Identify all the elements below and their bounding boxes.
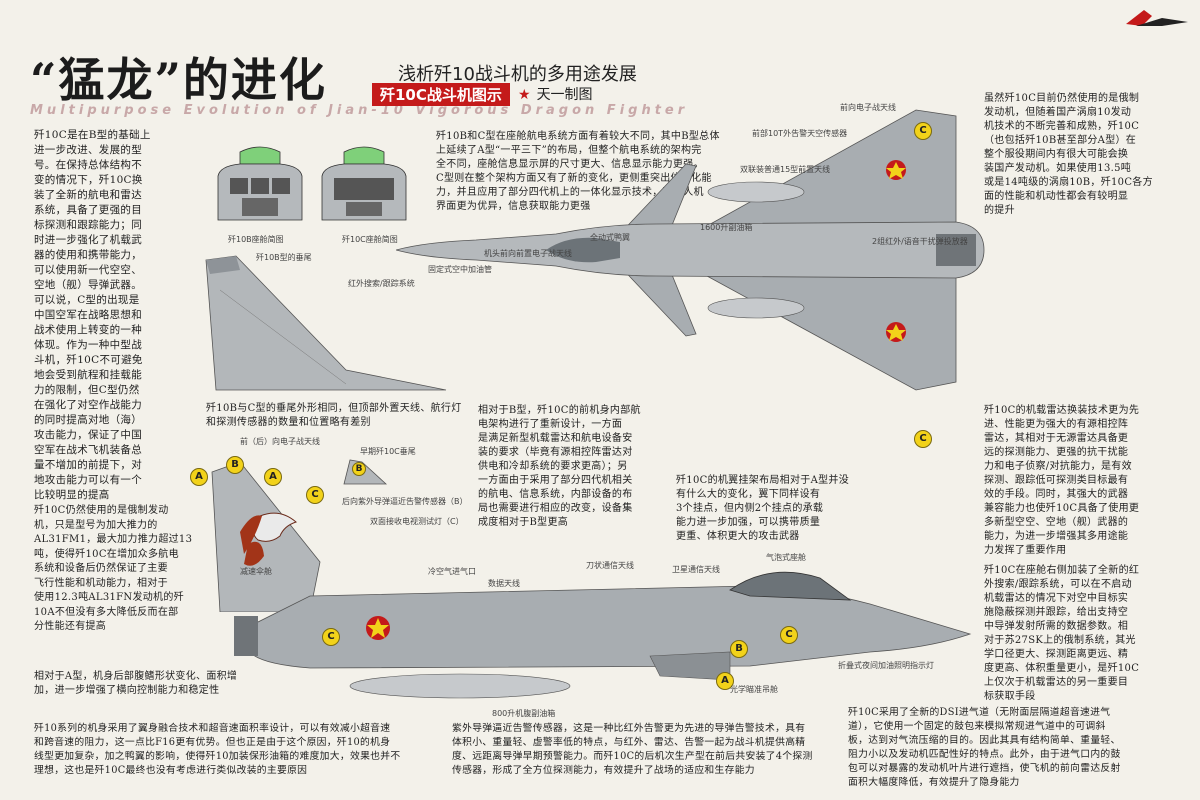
label-refuel-probe: 固定式空中加油管 xyxy=(428,265,492,274)
badge-c-side-nose: C xyxy=(780,626,798,644)
tail-label-early: 早期歼10C垂尾 xyxy=(360,447,416,456)
label-drag-chute: 减速伞舱 xyxy=(240,567,272,576)
label-tank-1600: 1600升副油箱 xyxy=(700,223,753,232)
irst-paragraph: 歼10C在座舱右侧加装了全新的红 外搜索/跟踪系统，可以在不启动 机载雷达的情况… xyxy=(984,565,1140,702)
label-uv-front: 前部10T外告警天空传感器 xyxy=(752,129,848,138)
cockpit-diagrams xyxy=(217,146,407,221)
star-icon: ★ xyxy=(518,87,531,103)
badge-a-tail: A xyxy=(264,468,282,486)
tail-b-label: 歼10B型的垂尾 xyxy=(256,253,312,262)
author-credit: ★ 天一制图 xyxy=(518,84,593,104)
radar-paragraph: 歼10C的机载雷达换装技术更为先 进、性能更为强大的有源相控阵 雷达，其相对于无… xyxy=(984,405,1140,556)
badge-b-tail: B xyxy=(226,456,244,474)
label-blade-antenna: 刀状通信天线 xyxy=(586,561,634,570)
english-title: Multipurpose Evolution of Jian-10 Vigoro… xyxy=(30,103,689,118)
label-flare-dispenser: 2组红外/语音干扰弹投放器 xyxy=(872,237,968,246)
diagram-title: 歼10C战斗机图示 xyxy=(372,83,510,106)
badge-b-small: B xyxy=(352,462,366,476)
label-fwd-ew-antenna: 前向电子战天线 xyxy=(840,103,896,112)
uv-warning-paragraph: 紫外导弹逼近告警传感器，这是一种比红外告警更为先进的导弹告警技术，具有 体积小、… xyxy=(452,723,813,776)
strake-paragraph: 相对于A型，机身后部腹鳍形状变化、面积增 加，进一步增强了横向控制能力和稳定性 xyxy=(34,671,238,696)
tail-b-diagram xyxy=(205,255,447,391)
label-nose-ew-antenna: 机头前向前置电子战天线 xyxy=(484,249,572,258)
label-ventral-tank-800: 800升机腹副油箱 xyxy=(492,709,556,718)
tail-c-diagram xyxy=(211,461,321,612)
author-name: 天一制图 xyxy=(536,87,593,103)
engine-paragraph: 歼10C仍然使用的是俄制发动 机，只是型号为加大推力的 AL31FM1，最大加力… xyxy=(34,505,193,632)
tail-note: 歼10B与C型的垂尾外形相同，但顶部外置天线、航行灯 和探测传感器的数量和位置略… xyxy=(206,403,462,428)
fuselage-design-paragraph: 歼10系列的机身采用了翼身融合技术和超音速面积率设计，可以有效减小超音速 和跨音… xyxy=(34,723,401,776)
cockpit-b-diagram xyxy=(217,146,303,221)
forward-fuselage-paragraph: 相对于B型，歼10C的前机身内部航 电架构进行了重新设计，一方面 是满足新型机载… xyxy=(478,405,641,528)
cockpit-c-label: 歼10C座舱简图 xyxy=(342,235,398,244)
side-view-jet xyxy=(234,571,972,699)
badge-c-tail: C xyxy=(306,486,324,504)
early-c-tail-icon xyxy=(343,459,388,485)
label-canard: 全动式鸭翼 xyxy=(590,233,630,242)
pylon-paragraph: 歼10C的机翼挂架布局相对于A型并没 有什么大的变化，翼下同样设有 3个挂点，但… xyxy=(676,475,849,542)
label-sat-antenna: 卫星通信天线 xyxy=(672,565,720,574)
tail-label-tv: 双面接收电视测试灯（C） xyxy=(370,517,464,526)
page-subtitle: 浅析歼10战斗机的多用途发展 xyxy=(398,64,637,85)
badge-a-side: A xyxy=(716,672,734,690)
label-irst-top: 红外搜索/跟踪系统 xyxy=(348,279,415,288)
top-view-jet xyxy=(396,109,985,391)
cockpit-c-diagram xyxy=(321,146,407,221)
cockpit-b-label: 歼10B座舱简图 xyxy=(228,235,284,244)
label-cool-air-intake: 冷空气进气口 xyxy=(428,567,476,576)
brand-logo xyxy=(1126,10,1188,26)
label-optical-pod: 光学瞄准吊舱 xyxy=(730,685,778,694)
badge-c-side-fuselage: C xyxy=(322,628,340,646)
tail-label-uv: 后向紫外导弹逼近告警传感器（B） xyxy=(342,497,468,506)
avionics-paragraph: 歼10B和C型在座舱航电系统方面有着较大不同，其中B型总体 上延续了A型“一平三… xyxy=(436,131,720,212)
label-bubble-canopy: 气泡式座舱 xyxy=(766,553,806,562)
badge-c-wing-bottom: C xyxy=(914,430,932,448)
badge-b-side: B xyxy=(730,640,748,658)
label-refuel-light: 折叠式夜间加油照明指示灯 xyxy=(838,661,934,670)
label-data-antenna: 数据天线 xyxy=(488,579,520,588)
dsi-intake-paragraph: 歼10C采用了全新的DSI进气道（无附面层隔道超音速进气 道），它使用一个固定的… xyxy=(848,707,1121,788)
badge-c-wing-top: C xyxy=(914,122,932,140)
label-dorsal-antenna: 双联装普通15型前置天线 xyxy=(740,165,831,174)
badge-a-left: A xyxy=(190,468,208,486)
tail-label-ew: 前（后）向电子战天线 xyxy=(240,437,320,446)
engine-upgrade-paragraph: 虽然歼10C目前仍然使用的是俄制 发动机，但随着国产涡扇10发动 机技术的不断完… xyxy=(984,93,1153,216)
page-title: “猛龙”的进化 xyxy=(30,53,327,107)
intro-paragraph: 歼10C是在B型的基础上 进一步改进、发展的型 号。在保持总体结构不 变的情况下… xyxy=(34,129,151,501)
